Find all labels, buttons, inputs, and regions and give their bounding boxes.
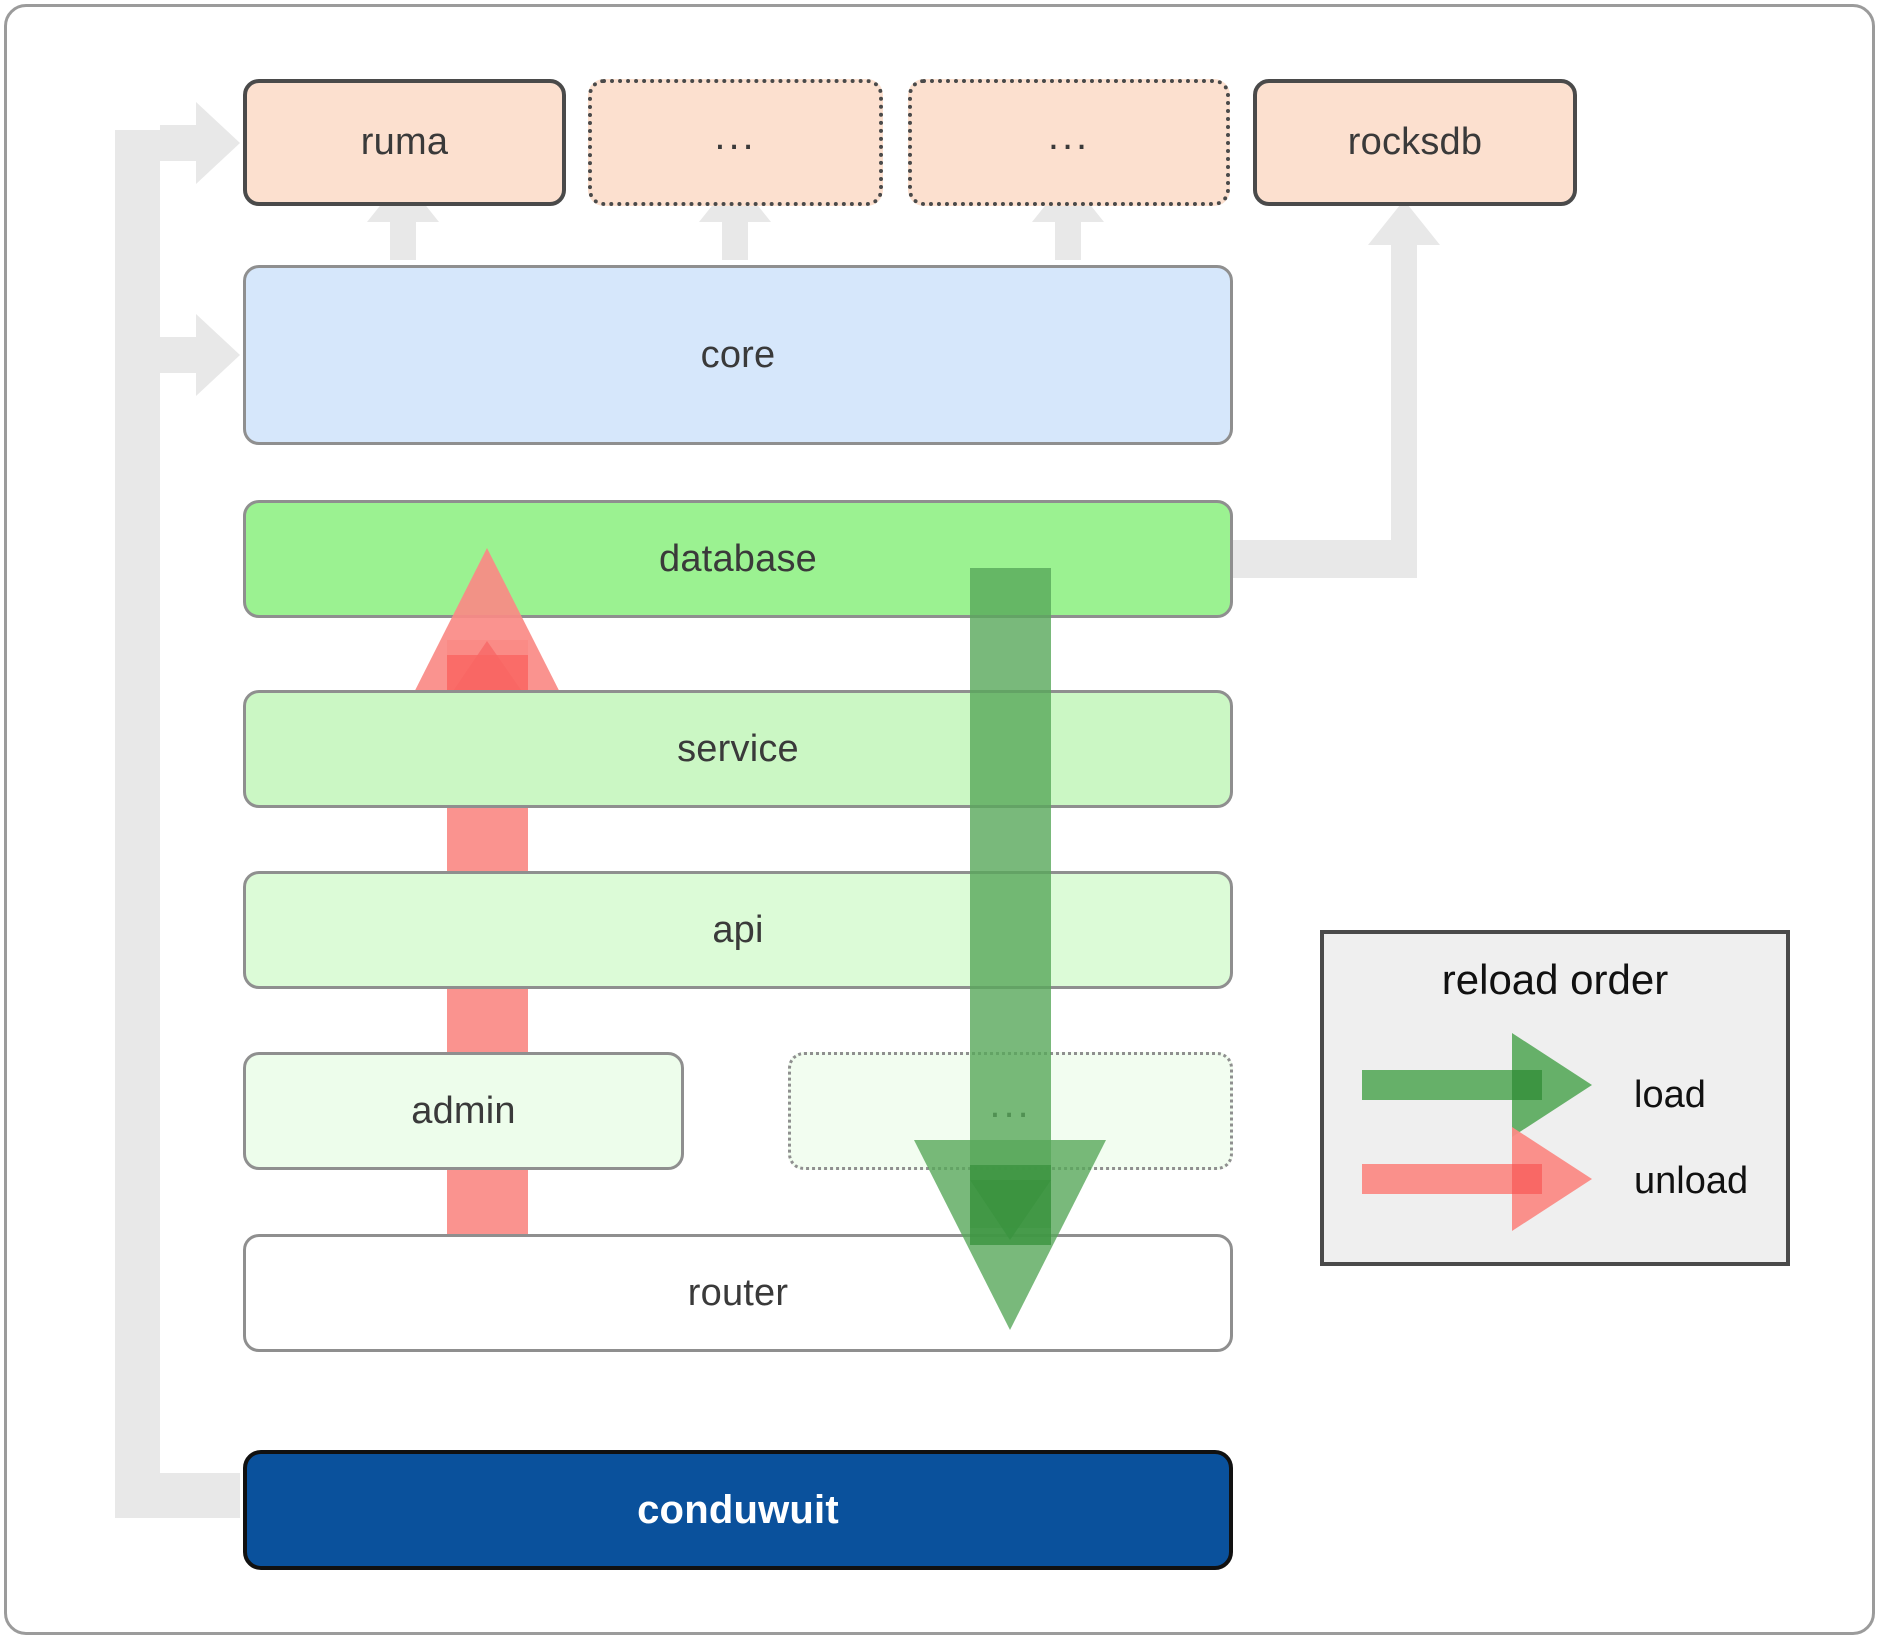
layer-label-router: router: [687, 1271, 789, 1314]
layer-box-core[interactable]: core: [243, 265, 1233, 445]
app-box-conduwuit[interactable]: conduwuit: [243, 1450, 1233, 1570]
dependency-box-ruma[interactable]: ruma: [243, 79, 566, 206]
layer-box-service[interactable]: service: [243, 690, 1233, 808]
legend-title: reload order: [1441, 956, 1669, 1003]
app-label-conduwuit: conduwuit: [637, 1487, 839, 1532]
layer-box-router[interactable]: router: [243, 1234, 1233, 1352]
dependency-label-dep2: ...: [714, 113, 757, 158]
legend-label-unload: unload: [1634, 1160, 1749, 1202]
layer-label-more: ...: [989, 1082, 1032, 1126]
legend-label-load: load: [1634, 1074, 1706, 1116]
layer-label-api: api: [712, 908, 764, 951]
layer-label-admin: admin: [411, 1089, 516, 1132]
diagram-frame: [4, 4, 1875, 1635]
dependency-label-dep3: ...: [1047, 113, 1091, 158]
legend-load-arrow: [1362, 1033, 1592, 1137]
layer-label-service: service: [677, 727, 799, 770]
legend-unload-arrow: [1362, 1127, 1592, 1231]
layer-box-more[interactable]: ...: [788, 1052, 1233, 1170]
layer-label-core: core: [700, 333, 776, 376]
dependency-box-dep2[interactable]: ...: [588, 79, 883, 206]
dependency-box-rocksdb[interactable]: rocksdb: [1253, 79, 1577, 206]
legend-arrows: [1362, 1033, 1592, 1231]
layer-box-api[interactable]: api: [243, 871, 1233, 989]
layer-box-admin[interactable]: admin: [243, 1052, 684, 1170]
dependency-label-ruma: ruma: [360, 121, 449, 163]
layer-label-database: database: [659, 537, 817, 580]
legend-panel: reload order load unload: [1320, 930, 1790, 1266]
layer-box-database[interactable]: database: [243, 500, 1233, 618]
dependency-label-rocksdb: rocksdb: [1347, 121, 1483, 163]
dependency-box-dep3[interactable]: ...: [908, 79, 1230, 206]
